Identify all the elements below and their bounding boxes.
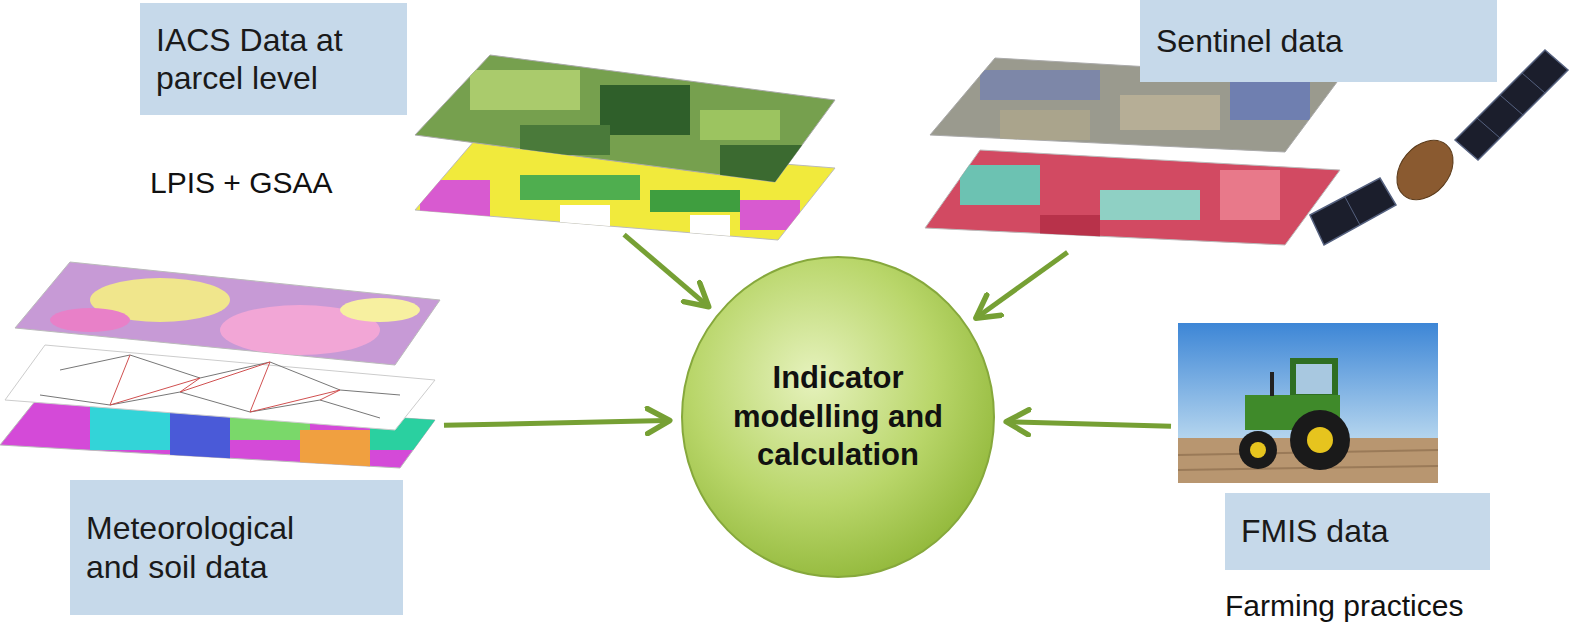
patch xyxy=(650,190,740,212)
patch xyxy=(690,215,730,240)
patch xyxy=(340,298,420,322)
solar-panel xyxy=(1310,178,1396,245)
patch xyxy=(420,180,490,220)
patch xyxy=(740,200,800,230)
process-circle: Indicator modelling and calculation xyxy=(680,255,996,579)
flow-arrow xyxy=(624,235,706,305)
patch xyxy=(50,308,130,332)
circle-outline xyxy=(682,257,994,577)
source-label-box: Sentinel data xyxy=(1140,0,1497,82)
patch xyxy=(720,145,810,185)
patch xyxy=(520,125,610,155)
patch xyxy=(470,70,580,110)
meteo-layer xyxy=(15,262,440,365)
patch xyxy=(700,110,780,140)
exhaust xyxy=(1270,372,1274,396)
patch xyxy=(1230,80,1310,120)
source-title: IACS Data at parcel level xyxy=(156,21,391,98)
parcel-patches xyxy=(420,175,800,240)
panel-grid xyxy=(1345,197,1360,225)
panel-grid xyxy=(1477,118,1500,138)
source-title: Meteorological and soil data xyxy=(86,509,346,586)
source-subtitle: Farming practices xyxy=(1225,588,1463,624)
satellite-body xyxy=(1385,129,1464,210)
patch xyxy=(300,430,370,470)
parcel-map-layer xyxy=(415,55,835,240)
tractor-photo xyxy=(1178,323,1438,483)
false-color-patches xyxy=(960,165,1280,245)
panel-grid xyxy=(1500,95,1523,115)
patch xyxy=(1000,110,1090,140)
patch xyxy=(560,205,610,235)
patch xyxy=(1040,215,1100,245)
sky xyxy=(1178,323,1438,483)
patch xyxy=(1100,190,1200,220)
source-label-box: FMIS data xyxy=(1225,493,1490,570)
false-color-layer xyxy=(925,150,1340,245)
patch xyxy=(520,175,640,200)
source-title: FMIS data xyxy=(1241,512,1389,550)
flow-arrow xyxy=(444,421,666,426)
data-source-group: Meteorological and soil data xyxy=(0,260,440,620)
patch xyxy=(600,85,690,135)
front-wheel xyxy=(1239,431,1277,469)
source-subtitle: LPIS + GSAA xyxy=(150,165,333,201)
data-source-group: FMIS dataFarming practices xyxy=(1175,320,1565,637)
meteo-patches xyxy=(50,278,420,355)
cab-window xyxy=(1296,364,1332,394)
patch xyxy=(960,165,1040,205)
rear-wheel xyxy=(1290,410,1350,470)
meteo-soil-layers xyxy=(0,262,440,470)
patch xyxy=(980,70,1100,100)
photo-patches xyxy=(470,70,810,185)
network-line xyxy=(110,355,340,412)
sentinel-layers xyxy=(925,58,1340,245)
patch xyxy=(170,410,230,470)
data-source-group: Sentinel data xyxy=(925,0,1565,250)
wheel-hub xyxy=(1250,442,1266,458)
patch xyxy=(1120,95,1220,130)
source-label-box: IACS Data at parcel level xyxy=(140,3,407,115)
flow-arrow xyxy=(1010,422,1171,426)
patch xyxy=(1220,170,1280,220)
data-source-group: IACS Data at parcel levelLPIS + GSAA xyxy=(135,0,835,232)
wheel-hub xyxy=(1307,427,1333,453)
process-label: Indicator modelling and calculation xyxy=(713,359,963,475)
station-network xyxy=(40,355,400,418)
source-label-box: Meteorological and soil data xyxy=(70,480,403,615)
panel-grid xyxy=(1522,73,1545,93)
flow-arrow xyxy=(979,252,1068,316)
circle-text-area: Indicator modelling and calculation xyxy=(680,255,996,579)
source-title: Sentinel data xyxy=(1156,22,1343,60)
